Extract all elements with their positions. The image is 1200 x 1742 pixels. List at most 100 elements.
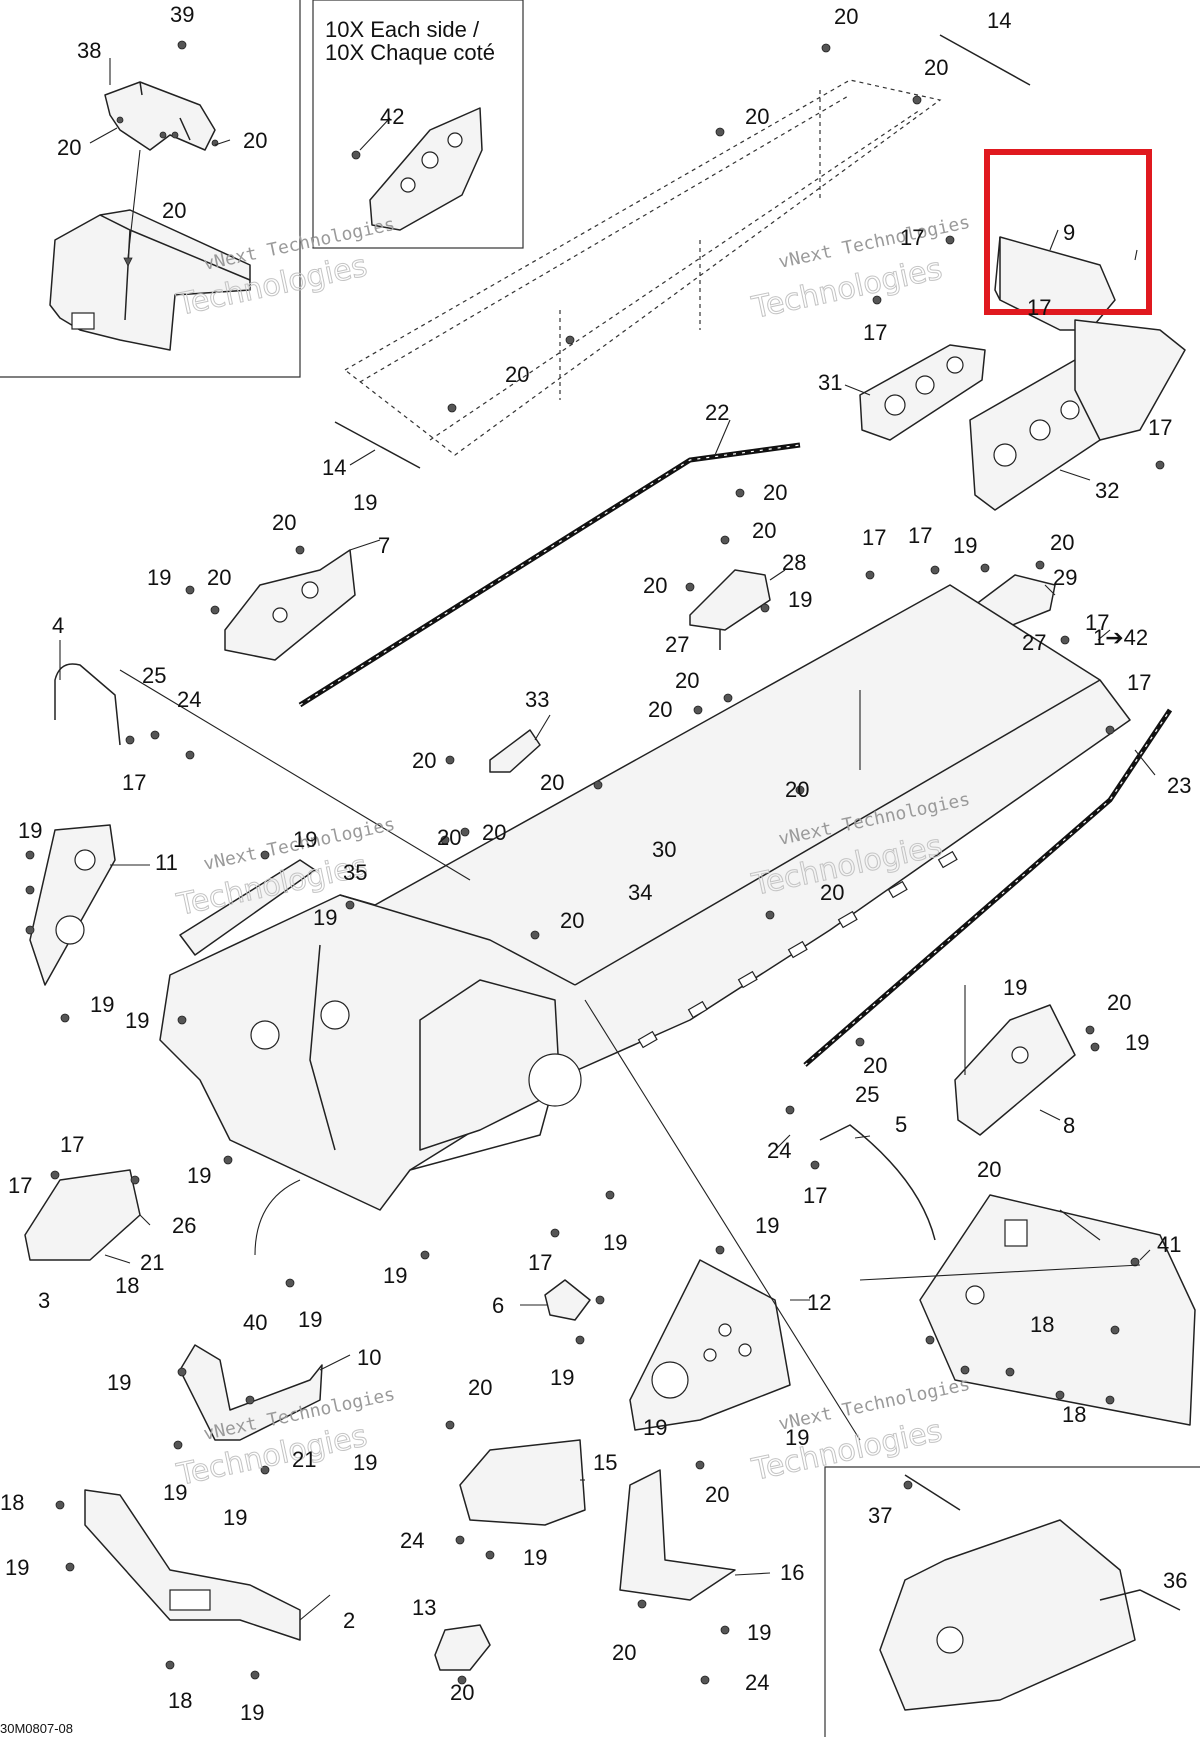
callout-19: 19: [785, 1425, 809, 1450]
callout-24: 24: [767, 1138, 791, 1163]
callout-27: 27: [665, 632, 689, 657]
part-14-rod-bottom: [334, 421, 421, 469]
part-38-bracket: [104, 81, 216, 151]
callout-19: 19: [5, 1555, 29, 1580]
part-26-bracket: [24, 1169, 141, 1261]
callout-10: 10: [357, 1345, 381, 1370]
callout-17: 17: [862, 525, 886, 550]
callout-18: 18: [168, 1688, 192, 1713]
callout-20: 20: [162, 198, 186, 223]
callout-20: 20: [207, 565, 231, 590]
callout-24: 24: [745, 1670, 769, 1695]
callout-32: 32: [1095, 478, 1119, 503]
inset-caption-line2: 10X Chaque coté: [325, 40, 495, 65]
callout-17: 17: [60, 1132, 84, 1157]
callout-19: 19: [163, 1480, 187, 1505]
callout-20: 20: [745, 104, 769, 129]
callout-24: 24: [400, 1528, 424, 1553]
callout-41: 41: [1157, 1232, 1181, 1257]
callout-40: 40: [243, 1310, 267, 1335]
callout-19: 19: [107, 1370, 131, 1395]
callout-19: 19: [240, 1700, 264, 1725]
callout-20: 20: [412, 748, 436, 773]
callout-12: 12: [807, 1290, 831, 1315]
callout-19: 19: [1003, 975, 1027, 1000]
callout-9: 9: [1063, 220, 1075, 245]
callout-17: 17: [908, 523, 932, 548]
callout-25: 25: [855, 1082, 879, 1107]
callout-27: 27: [1022, 630, 1046, 655]
callout-17: 17: [528, 1250, 552, 1275]
callout-20: 20: [560, 908, 584, 933]
callout-18: 18: [1062, 1402, 1086, 1427]
main-chassis: [159, 584, 1131, 1211]
callout-19: 19: [353, 490, 377, 515]
callout-1-42: 1➔42: [1093, 625, 1148, 650]
callout-20: 20: [505, 362, 529, 387]
part-14-rod-top: [939, 34, 1031, 86]
arrow-38-to-panel: [127, 149, 141, 259]
callout-17: 17: [803, 1183, 827, 1208]
part-12-plate: [629, 1259, 791, 1431]
callout-2: 2: [343, 1608, 355, 1633]
callout-20: 20: [977, 1157, 1001, 1182]
inset-frame-bottom-right: [824, 1466, 1200, 1737]
part-5-handle: [819, 1124, 936, 1241]
callout-6: 6: [492, 1293, 504, 1318]
callout-31: 31: [818, 370, 842, 395]
callout-20: 20: [763, 480, 787, 505]
callout-23: 23: [1167, 773, 1191, 798]
callout-19: 19: [523, 1545, 547, 1570]
highlight-box-part-9: [984, 149, 1152, 315]
callout-18: 18: [115, 1273, 139, 1298]
inset-frame-top-middle: [312, 0, 524, 249]
part-2-rail: [84, 1489, 301, 1641]
part-16-bracket: [619, 1469, 736, 1601]
callout-20: 20: [612, 1640, 636, 1665]
part-11-plate: [29, 824, 116, 986]
callout-39: 39: [170, 2, 194, 27]
callout-19: 19: [125, 1008, 149, 1033]
callout-20: 20: [924, 55, 948, 80]
inset-frame-top-left: [0, 0, 301, 378]
part-9-bracket: [994, 236, 1116, 331]
part-35-bar: [179, 859, 316, 956]
part-8-bracket: [954, 1004, 1076, 1136]
callout-26: 26: [172, 1213, 196, 1238]
part-42-plate: [369, 107, 483, 231]
inset-caption-line1: 10X Each side /: [325, 17, 480, 42]
callout-20: 20: [540, 770, 564, 795]
watermark-2-line1: vNext Technologies: [777, 212, 972, 273]
part-13-clip: [434, 1624, 491, 1671]
fasteners: [25, 40, 1165, 1685]
callout-20: 20: [1107, 990, 1131, 1015]
callout-19: 19: [755, 1213, 779, 1238]
callout-21: 21: [292, 1447, 316, 1472]
chassis-slots: [637, 850, 958, 1049]
callout-17: 17: [122, 770, 146, 795]
callout-17: 17: [1148, 415, 1172, 440]
callout-20: 20: [643, 573, 667, 598]
callout-19: 19: [293, 827, 317, 852]
callout-20: 20: [272, 510, 296, 535]
callout-17: 17: [1085, 610, 1109, 635]
part-7-bracket: [224, 549, 356, 661]
leader-lines: [59, 58, 1156, 1621]
callout-36: 36: [1163, 1568, 1187, 1593]
callout-17: 17: [8, 1173, 32, 1198]
callout-19: 19: [298, 1307, 322, 1332]
part-28-bracket: [689, 569, 771, 650]
callout-35: 35: [343, 860, 367, 885]
callout-19: 19: [383, 1263, 407, 1288]
bottom-right-inset-parts: [879, 1474, 1181, 1711]
part-15-bracket: [459, 1439, 586, 1526]
callout-20: 20: [482, 820, 506, 845]
callout-19: 19: [550, 1365, 574, 1390]
callout-3: 3: [38, 1288, 50, 1313]
callout-29: 29: [1053, 565, 1077, 590]
callout-19: 19: [223, 1505, 247, 1530]
callout-38: 38: [77, 38, 101, 63]
